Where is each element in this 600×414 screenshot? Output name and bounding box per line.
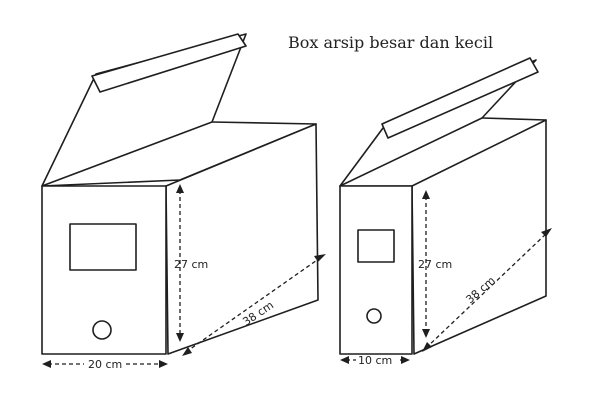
large-box: 27 cm 38 cm 20 cm xyxy=(41,33,326,371)
large-box-lid-flap xyxy=(91,33,247,93)
small-box-side-face xyxy=(411,119,547,355)
small-box-label-window xyxy=(357,229,395,263)
small-box-height-label: 27 cm xyxy=(418,258,452,271)
small-box-finger-hole xyxy=(366,308,382,324)
small-box-lid-flap xyxy=(381,57,539,139)
small-box: 27 cm 38 cm 10 cm xyxy=(339,57,552,367)
small-box-front-face xyxy=(339,185,413,355)
large-box-lid-panel xyxy=(41,33,247,187)
large-box-side-face xyxy=(165,123,319,355)
large-box-finger-hole xyxy=(92,320,112,340)
diagram-title: Box arsip besar dan kecil xyxy=(288,33,493,52)
large-box-label-window xyxy=(69,223,137,271)
small-box-height-dimension: 27 cm xyxy=(418,190,452,338)
large-box-height-dimension: 27 cm xyxy=(174,184,208,342)
small-box-width-label: 10 cm xyxy=(358,354,392,367)
large-box-width-dimension: 20 cm xyxy=(42,358,168,371)
large-box-height-label: 27 cm xyxy=(174,258,208,271)
large-box-width-label: 20 cm xyxy=(88,358,122,371)
small-box-width-dimension: 10 cm xyxy=(340,354,410,367)
